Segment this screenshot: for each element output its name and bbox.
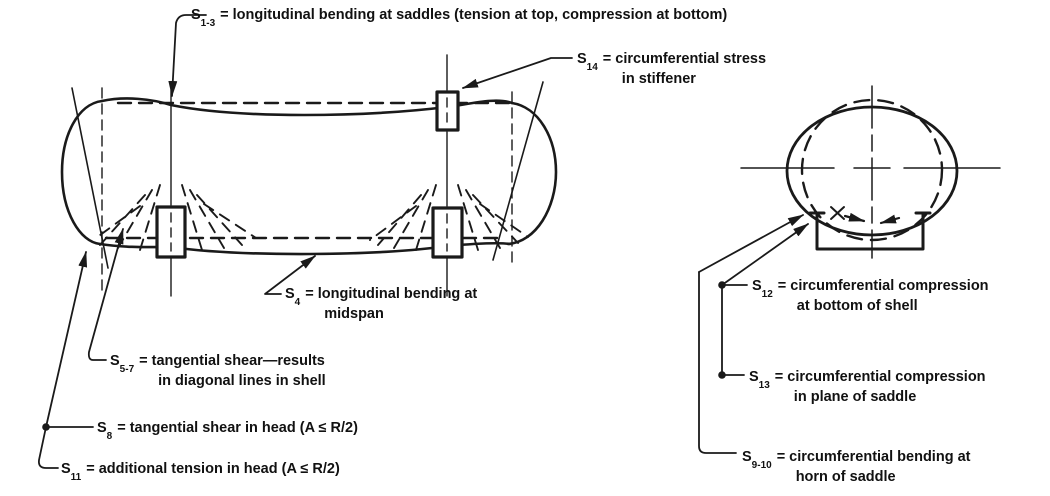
label-s1-3: S1-3 = longitudinal bending at saddles (…: [191, 7, 728, 29]
section-centerlines: [740, 85, 1001, 259]
stress-symbol-s9-10: S9-10: [742, 449, 772, 471]
head-slant-lines: [71, 81, 544, 269]
label-s11: S11 = additional tension in head (A ≤ R/…: [61, 461, 340, 483]
leader-s9-10: [698, 214, 804, 454]
saddle-cross-section: [808, 211, 932, 251]
stress-symbol-s13: S13: [749, 369, 770, 391]
stress-symbol-s12: S12: [752, 278, 773, 300]
junction-dot-s12: [718, 281, 726, 289]
stress-symbol-s8: S8: [97, 420, 113, 442]
leader-s5-7: [87, 228, 124, 361]
stiffener-ring: [435, 90, 460, 132]
junction-dot-s8: [42, 423, 50, 431]
stress-symbol-s4: S4: [285, 286, 301, 308]
leader-s14: [462, 57, 573, 89]
stress-symbol-s1-3: S1-3: [191, 7, 216, 29]
shell-circle-dashed: [800, 98, 944, 242]
stress-symbol-s5-7: S5-7: [110, 353, 135, 375]
leader-s12-s13: [718, 223, 809, 379]
label-s8: S8 = tangential shear in head (A ≤ R/2): [97, 420, 358, 442]
left-head: [60, 99, 104, 246]
leader-s4: [264, 255, 316, 295]
vessel-cross-section: [698, 85, 1001, 454]
shell-section-outline: [785, 105, 959, 237]
compression-arrows: [843, 212, 901, 225]
leader-s8-s11: [37, 251, 94, 469]
leader-s1-3: [168, 14, 207, 97]
head-tangent-lines: [101, 87, 513, 293]
deflected-shell-outline: [98, 97, 514, 256]
centerline-dashes-in-parts: [170, 97, 448, 252]
vessel-side-view: [37, 14, 573, 469]
saddle-centerlines: [170, 54, 448, 297]
right-head: [506, 101, 558, 246]
stress-symbol-s11: S11: [61, 461, 82, 483]
junction-dot-s13: [718, 371, 726, 379]
x-mark-horn: [830, 206, 845, 220]
stress-symbol-s14: S14: [577, 51, 598, 73]
